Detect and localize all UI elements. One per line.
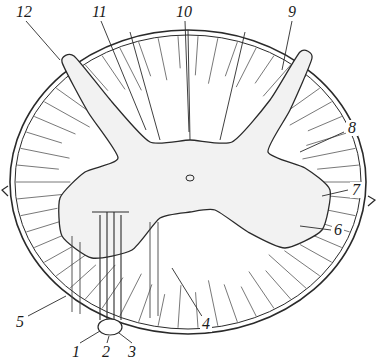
radial-vessel	[317, 165, 359, 169]
radial-vessels	[16, 36, 360, 328]
nerve-root	[2, 186, 8, 196]
radial-vessel	[120, 48, 142, 90]
radial-vessel	[255, 56, 274, 84]
callout-number: 7	[350, 182, 362, 198]
median-fissure	[120, 215, 121, 320]
radial-vessel	[26, 132, 62, 143]
leader-line	[172, 268, 203, 318]
radial-vessel	[306, 132, 349, 145]
callout-number: 9	[286, 4, 298, 20]
median-fissure	[92, 211, 129, 212]
vessel-bundle	[72, 236, 73, 312]
callout-number: 10	[174, 4, 194, 20]
median-fissure	[113, 212, 114, 322]
leader-line	[322, 190, 348, 196]
median-fissure	[106, 212, 107, 322]
radial-vessel	[17, 165, 59, 169]
radial-vessel	[241, 287, 256, 316]
leader-line	[28, 296, 66, 316]
radial-vessel	[158, 38, 167, 80]
leader-line	[80, 331, 100, 343]
radial-vessel	[269, 255, 306, 289]
leader-line	[282, 21, 292, 70]
callout-number: 11	[90, 4, 109, 20]
leader-line	[101, 21, 146, 130]
radial-vessel	[290, 102, 332, 125]
septum-line	[130, 32, 160, 140]
radial-vessel	[224, 284, 237, 321]
callout-number: 2	[100, 344, 112, 360]
radial-vessel	[249, 272, 274, 309]
radial-vessel	[195, 36, 198, 75]
callout-number: 1	[70, 344, 82, 360]
callout-number: 12	[14, 4, 34, 20]
radial-vessel	[21, 148, 70, 158]
median-fissure	[99, 215, 100, 320]
callout-number: 5	[14, 314, 26, 330]
radial-vessel	[120, 274, 142, 316]
radial-vessel	[308, 116, 342, 130]
radial-vessel	[16, 182, 70, 183]
radial-vessel	[102, 278, 123, 309]
anterior-spinal-artery	[98, 319, 122, 335]
leader-line	[300, 132, 344, 152]
leader-line	[119, 333, 132, 343]
callout-number: 4	[200, 316, 212, 332]
radial-vessel	[17, 194, 63, 199]
radial-vessel	[178, 285, 181, 328]
radial-vessel	[34, 116, 75, 134]
radial-vessel	[44, 102, 89, 127]
pia-mater-outline	[10, 30, 366, 334]
radial-vessel	[302, 148, 355, 159]
callout-number: 3	[126, 344, 138, 360]
vessel-bundle	[158, 222, 159, 316]
radial-vessel	[300, 245, 332, 263]
radial-vessel	[208, 38, 217, 83]
radial-vessel	[236, 48, 256, 87]
vessel-bundle	[150, 222, 151, 318]
radial-vessel	[21, 208, 58, 215]
leader-line	[107, 336, 109, 343]
callout-number: 6	[332, 222, 344, 238]
leader-line	[26, 21, 60, 60]
central-canal	[186, 175, 194, 181]
nerve-root	[368, 196, 375, 206]
callout-number: 8	[346, 120, 358, 136]
vessel-bundle	[80, 242, 81, 314]
septum-line	[220, 32, 245, 140]
radial-vessel	[178, 36, 180, 68]
radial-vessel	[102, 56, 125, 90]
radial-vessel	[284, 251, 319, 276]
leader-line	[185, 21, 189, 132]
leader-line	[300, 226, 331, 230]
radial-vessel	[266, 271, 291, 300]
leader-lines	[26, 21, 348, 343]
radial-vessel	[158, 294, 165, 326]
radial-vessel	[70, 265, 96, 288]
pia-mater-outline	[15, 35, 361, 329]
